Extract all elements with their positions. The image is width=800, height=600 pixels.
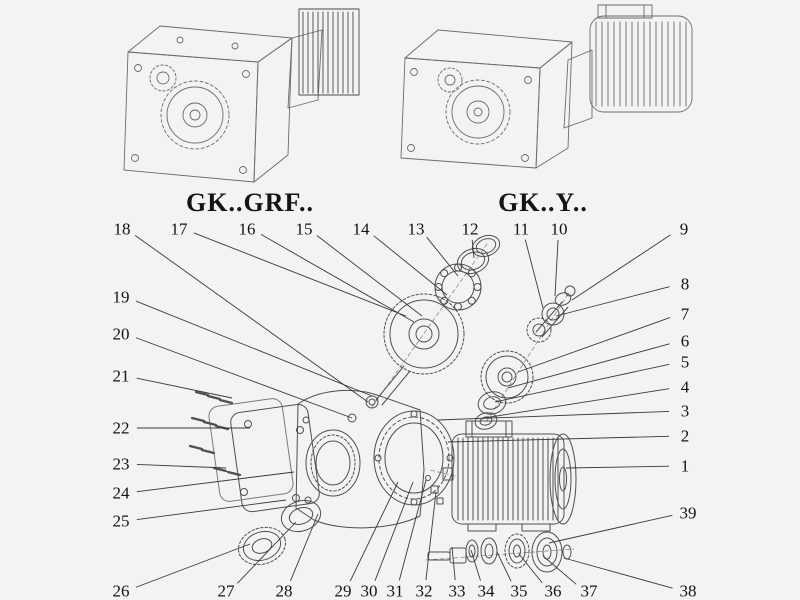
callout-14: 14	[352, 219, 370, 239]
leader-line-21	[136, 377, 233, 399]
leader-line-5	[494, 363, 670, 403]
leader-line-18	[134, 234, 369, 403]
callout-3: 3	[680, 401, 690, 421]
gearbox-grf-drawing	[123, 8, 360, 183]
callout-20: 20	[112, 324, 130, 344]
callout-38: 38	[679, 581, 697, 600]
callout-22: 22	[112, 418, 130, 438]
leader-line-36	[518, 553, 543, 584]
leader-line-29	[349, 481, 399, 582]
variant-title-y: GK..Y..	[498, 188, 588, 217]
callout-29: 29	[334, 581, 352, 600]
callout-19: 19	[112, 287, 130, 307]
leader-line-11	[524, 239, 544, 309]
callout-9: 9	[679, 219, 689, 239]
callout-33: 33	[448, 581, 466, 600]
leader-line-20	[135, 337, 353, 419]
leader-line-37	[542, 555, 577, 585]
callout-27: 27	[217, 581, 235, 600]
leader-line-24	[136, 471, 295, 493]
intermediate-gear-stack	[474, 350, 534, 430]
callout-37: 37	[580, 581, 598, 600]
callout-1: 1	[680, 456, 690, 476]
leader-line-35	[496, 551, 512, 582]
leader-line-39	[548, 514, 673, 544]
callout-8: 8	[680, 274, 690, 294]
leader-line-26	[135, 543, 251, 588]
leader-line-13	[426, 236, 459, 277]
leader-line-15	[316, 235, 423, 317]
callout-12: 12	[461, 219, 479, 239]
callout-15: 15	[295, 219, 313, 239]
leader-line-4	[483, 388, 670, 419]
callout-28: 28	[275, 581, 293, 600]
fan-cowl-fins	[298, 8, 360, 96]
leader-line-30	[374, 481, 414, 581]
gearmotor-y-drawing	[400, 4, 693, 169]
leader-line-33	[451, 546, 456, 581]
cover-bolts	[188, 390, 242, 477]
motor-fasteners	[425, 475, 444, 505]
callout-17: 17	[170, 219, 188, 239]
leader-line-17	[193, 232, 407, 317]
cover-plates	[208, 398, 320, 513]
gear-housing	[295, 389, 455, 529]
leader-line-38	[563, 557, 673, 589]
leader-line-8	[555, 286, 670, 317]
callout-11: 11	[512, 219, 530, 239]
leader-line-25	[136, 499, 287, 521]
callout-5: 5	[680, 352, 690, 372]
leader-line-27	[237, 521, 297, 584]
callout-31: 31	[386, 581, 404, 600]
callout-23: 23	[112, 454, 130, 474]
leader-line-7	[517, 317, 671, 373]
leader-line-16	[260, 233, 415, 323]
leader-line-9	[571, 234, 671, 301]
leader-line-34	[470, 549, 481, 581]
callout-32: 32	[415, 581, 433, 600]
callout-24: 24	[112, 483, 130, 503]
leader-line-14	[373, 235, 448, 296]
callout-13: 13	[407, 219, 425, 239]
callout-16: 16	[238, 219, 256, 239]
lower-left-bearings	[238, 499, 322, 566]
callout-39: 39	[679, 503, 697, 523]
leader-line-31	[398, 479, 427, 581]
leader-line-6	[507, 343, 670, 389]
callout-4: 4	[680, 377, 690, 397]
callout-2: 2	[680, 426, 690, 446]
callout-6: 6	[680, 331, 690, 351]
callout-30: 30	[360, 581, 378, 600]
callout-25: 25	[112, 511, 130, 531]
callout-35: 35	[510, 581, 528, 600]
motor-body	[589, 4, 693, 113]
callout-34: 34	[477, 581, 495, 600]
callout-10: 10	[550, 219, 568, 239]
leader-line-23	[136, 463, 227, 469]
leader-line-28	[290, 513, 319, 582]
leader-line-3	[437, 410, 670, 421]
variant-title-grf: GK..GRF..	[186, 188, 314, 217]
leader-line-2	[447, 435, 670, 443]
callout-7: 7	[680, 304, 690, 324]
leader-line-12	[471, 239, 475, 259]
leader-line-1	[565, 465, 670, 469]
callout-21: 21	[112, 366, 130, 386]
leader-line-32	[425, 491, 437, 581]
callout-18: 18	[113, 219, 131, 239]
leader-line-19	[135, 300, 373, 397]
electric-motor	[442, 420, 577, 532]
callout-36: 36	[544, 581, 562, 600]
leader-line-10	[554, 239, 559, 297]
callout-26: 26	[112, 581, 130, 600]
output-shaft	[375, 365, 411, 406]
